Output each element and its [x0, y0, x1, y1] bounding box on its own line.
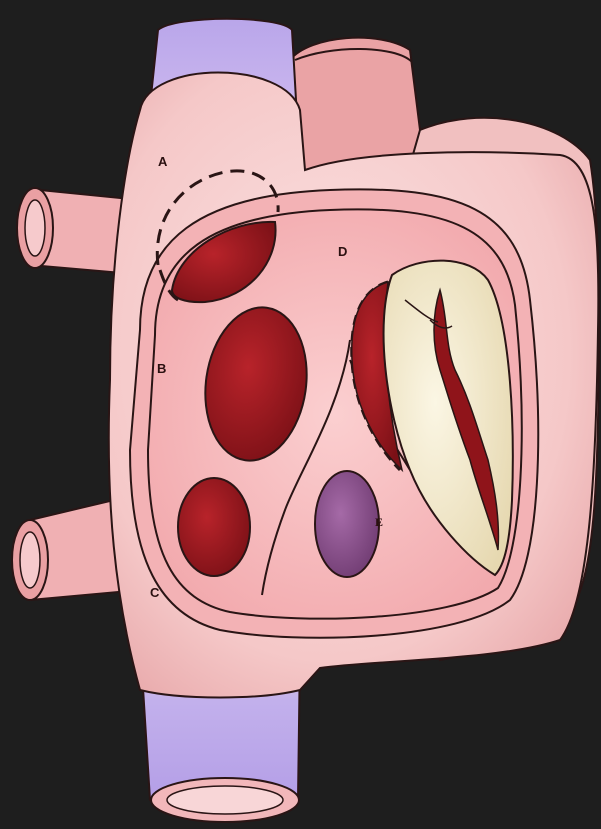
- label-e: E: [375, 515, 383, 529]
- label-d: D: [338, 244, 347, 259]
- purple-opening: [315, 471, 379, 577]
- label-a: A: [158, 154, 168, 169]
- lower-left-opening: [178, 478, 250, 576]
- label-b: B: [157, 361, 166, 376]
- label-c: C: [150, 585, 160, 600]
- ivc-opening-inner: [167, 786, 283, 814]
